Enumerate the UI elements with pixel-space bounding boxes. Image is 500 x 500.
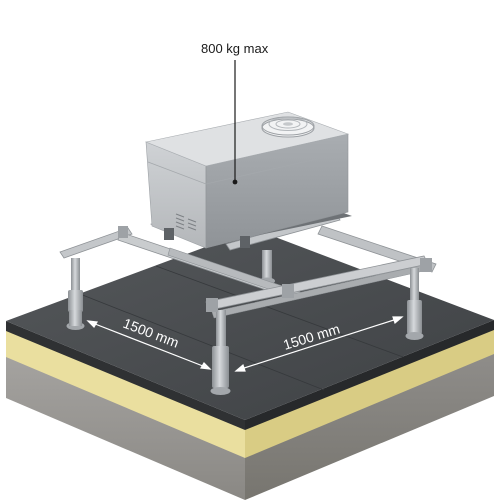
- leg-back-left-base: [69, 310, 82, 326]
- leg-front-foot: [210, 387, 231, 395]
- bracket: [118, 226, 128, 238]
- leg-right-foot: [405, 332, 424, 340]
- load-capacity-label: 800 kg max: [201, 41, 269, 56]
- unit-foot: [164, 228, 174, 240]
- insulation-layer-left: [6, 329, 245, 458]
- load-leader-dot: [232, 179, 238, 185]
- unit-vent-slots: [175, 213, 197, 231]
- arrow-head-icon: [200, 362, 212, 370]
- fan-grille-icon: [261, 116, 315, 138]
- leg-right: [410, 268, 419, 312]
- membrane-edge-left: [6, 321, 245, 430]
- leg-front-sleeve: [212, 346, 229, 388]
- arrow-head-icon: [234, 363, 246, 372]
- beam-back-left: [59, 227, 133, 259]
- leg-back-left: [71, 258, 80, 308]
- arrow-head-icon: [392, 316, 404, 325]
- leg-back-center: [262, 250, 272, 280]
- leg-right-sleeve: [407, 300, 422, 334]
- bracket: [282, 284, 294, 298]
- dimension-left: [86, 320, 212, 370]
- insulation-layer-right: [245, 328, 494, 458]
- concrete-layer-left: [6, 355, 245, 500]
- unit-lid-seam: [147, 151, 349, 185]
- leg-back-left-sleeve: [68, 290, 83, 312]
- arrow-head-icon: [86, 320, 98, 328]
- unit-foot: [240, 236, 250, 248]
- dimension-right: [234, 316, 404, 372]
- frame-front: [117, 226, 432, 395]
- bracket: [206, 298, 218, 312]
- membrane-seam: [79, 293, 325, 391]
- membrane-seam: [155, 265, 404, 358]
- concrete-layer-right: [245, 352, 494, 500]
- bracket: [420, 258, 432, 272]
- leg-front: [216, 310, 226, 358]
- condenser-unit: [144, 111, 352, 249]
- membrane-edge-right: [245, 320, 494, 430]
